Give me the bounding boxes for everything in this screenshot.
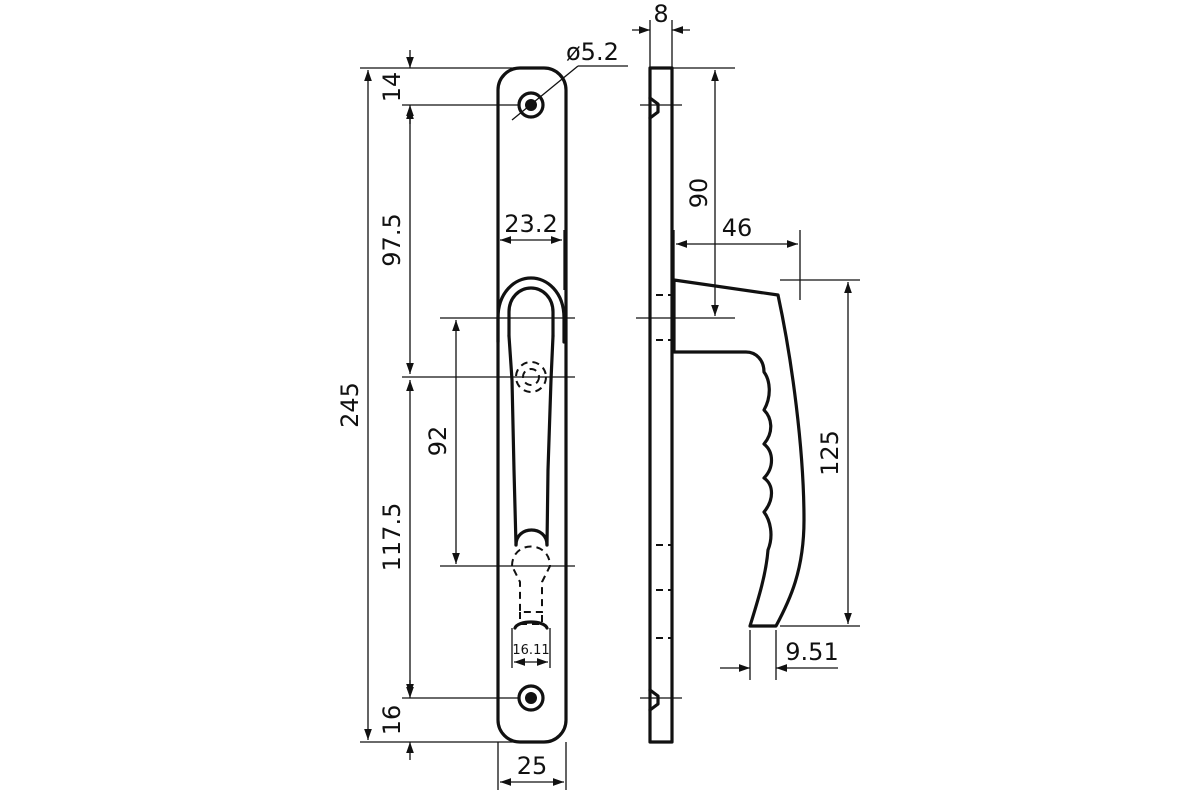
dim-handle-length: 125 (816, 430, 844, 476)
dim-lower-spacing: 117.5 (378, 503, 406, 572)
dim-cylinder-width: 16.11 (512, 643, 549, 658)
dim-spindle-height: 90 (685, 178, 713, 209)
side-back-plate (648, 66, 674, 744)
dim-bottom-hole-offset: 16 (378, 705, 406, 736)
dim-spindle-to-cylinder: 92 (424, 426, 452, 457)
handle-rose-inner (507, 286, 555, 338)
front-back-plate (496, 66, 568, 744)
dim-handle-tip: 9.51 (785, 638, 838, 666)
bottom-screw-hole-icon (517, 684, 545, 712)
dim-hole-diameter: ø5.2 (566, 38, 619, 66)
handle-profile (672, 278, 806, 628)
side-view: 8 90 46 125 9.51 (632, 0, 860, 744)
dim-plate-thickness: 8 (653, 0, 668, 28)
dim-handle-base-width: 23.2 (504, 210, 557, 238)
dim-plate-width: 25 (517, 752, 548, 780)
dim-top-hole-offset: 14 (378, 72, 406, 103)
cylinder-recess (510, 545, 552, 630)
front-view: 245 14 97.5 117.5 16 92 23.2 25 16.11 ø5… (336, 38, 628, 790)
handle-rose (496, 276, 566, 344)
dim-handle-projection: 46 (722, 214, 753, 242)
handle-lever-front (507, 334, 518, 547)
dim-overall-height: 245 (336, 382, 364, 428)
dim-upper-spacing: 97.5 (378, 213, 406, 266)
